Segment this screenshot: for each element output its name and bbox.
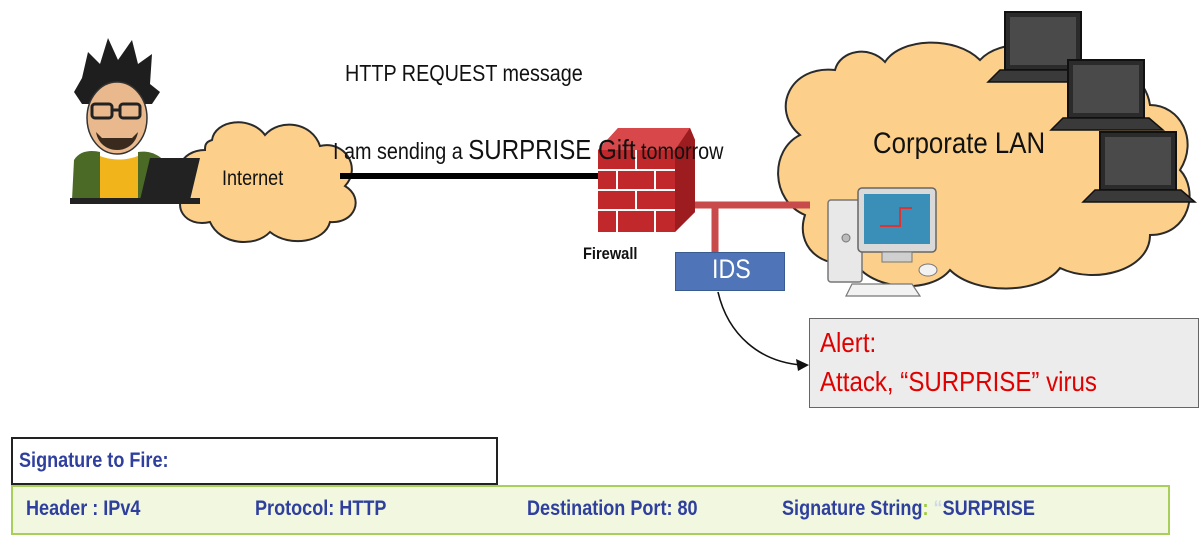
- message-highlight: SURPRISE Gift: [468, 134, 636, 165]
- signature-title: Signature to Fire:: [19, 449, 169, 472]
- http-request-title: HTTP REQUEST message: [345, 60, 583, 86]
- signature-string-quote: “: [928, 497, 943, 520]
- signature-title-box: [11, 437, 498, 485]
- internet-cloud: [177, 121, 357, 244]
- signature-protocol-field: Protocol: HTTP: [255, 497, 387, 520]
- signature-string-field: Signature String: “SURPRISE: [782, 497, 1035, 521]
- internet-label: Internet: [222, 167, 284, 190]
- ids-to-alert-arrow: [717, 291, 809, 371]
- alert-line-1: Alert:: [820, 327, 877, 358]
- laptop-icon: [1081, 131, 1198, 203]
- alert-box: [809, 318, 1199, 408]
- message-part-2: tomorrow: [635, 138, 724, 164]
- signature-string-label: Signature String: [782, 497, 923, 520]
- firewall-to-lan-link: [690, 201, 810, 254]
- http-message-text: I am sending a SURPRISE Gift tomorrow: [333, 134, 723, 166]
- corporate-lan-label: Corporate LAN: [873, 127, 1046, 160]
- signature-destination-port-field: Destination Port: 80: [527, 497, 698, 520]
- ids-label: IDS: [712, 254, 751, 284]
- ids-box: [675, 252, 785, 291]
- signature-string-colon: :: [922, 497, 929, 520]
- desktop-computer-icon: [827, 187, 938, 297]
- laptop-icon: [986, 11, 1103, 83]
- firewall-icon: [598, 128, 695, 232]
- signature-fields-bar: [11, 485, 1170, 535]
- message-part-1: I am sending a: [333, 138, 469, 164]
- signature-header-field: Header : IPv4: [26, 497, 141, 520]
- laptop-icon: [1049, 59, 1166, 131]
- firewall-label: Firewall: [583, 244, 638, 263]
- hacker-user-icon: [70, 38, 200, 204]
- signature-string-value: SURPRISE: [942, 497, 1035, 520]
- alert-line-2: Attack, “SURPRISE” virus: [820, 366, 1097, 397]
